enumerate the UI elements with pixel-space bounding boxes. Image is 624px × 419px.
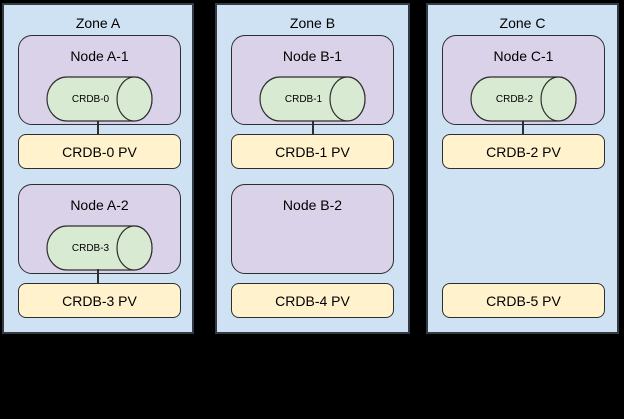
pv-crdb-3: CRDB-3 PV — [18, 283, 181, 318]
zone-a-label: Zone A — [75, 15, 121, 31]
node-b-1: Node B-1 CRDB-1 — [231, 35, 394, 125]
zone-a: Zone A Node A-1 CRDB-0 CRDB-0 PV Node A-… — [2, 3, 194, 334]
node-a-2-label: Node A-2 — [70, 197, 129, 213]
zone-c: Zone C Node C-1 CRDB-2 CRDB-2 PV CRDB-5 … — [426, 3, 619, 334]
node-c-1-label: Node C-1 — [493, 48, 554, 64]
crdb-0-pod-cylinder-icon: CRDB-0 — [46, 76, 154, 122]
connector-line — [311, 121, 314, 135]
node-b-1-label: Node B-1 — [282, 48, 343, 64]
node-b-2-label: Node B-2 — [282, 197, 343, 213]
node-a-1: Node A-1 CRDB-0 — [18, 35, 181, 125]
pv-crdb-1: CRDB-1 PV — [231, 134, 394, 169]
pv-crdb-0: CRDB-0 PV — [18, 134, 181, 169]
pv-crdb-5: CRDB-5 PV — [442, 283, 605, 318]
crdb-0-pod-label: CRDB-0 — [71, 93, 110, 105]
crdb-2-pod-label: CRDB-2 — [495, 93, 534, 105]
node-b-2: Node B-2 — [231, 184, 394, 274]
node-a-2: Node A-2 CRDB-3 — [18, 184, 181, 274]
connector-line — [97, 121, 99, 135]
zone-c-label: Zone C — [499, 15, 546, 31]
crdb-1-pod-cylinder-icon: CRDB-1 — [259, 76, 367, 122]
zone-b: Zone B Node B-1 CRDB-1 CRDB-1 PV Node B-… — [215, 3, 410, 334]
pv-crdb-4: CRDB-4 PV — [231, 283, 394, 318]
connector-line — [521, 121, 524, 135]
node-a-1-label: Node A-1 — [70, 48, 129, 64]
crdb-3-pod-label: CRDB-3 — [71, 242, 110, 254]
node-c-1: Node C-1 CRDB-2 — [442, 35, 605, 125]
zone-b-label: Zone B — [289, 15, 336, 31]
crdb-1-pod-label: CRDB-1 — [284, 93, 323, 105]
crdb-2-pod-cylinder-icon: CRDB-2 — [470, 76, 578, 122]
connector-line — [97, 269, 99, 284]
crdb-3-pod-cylinder-icon: CRDB-3 — [46, 225, 154, 271]
pv-crdb-2: CRDB-2 PV — [442, 134, 605, 169]
